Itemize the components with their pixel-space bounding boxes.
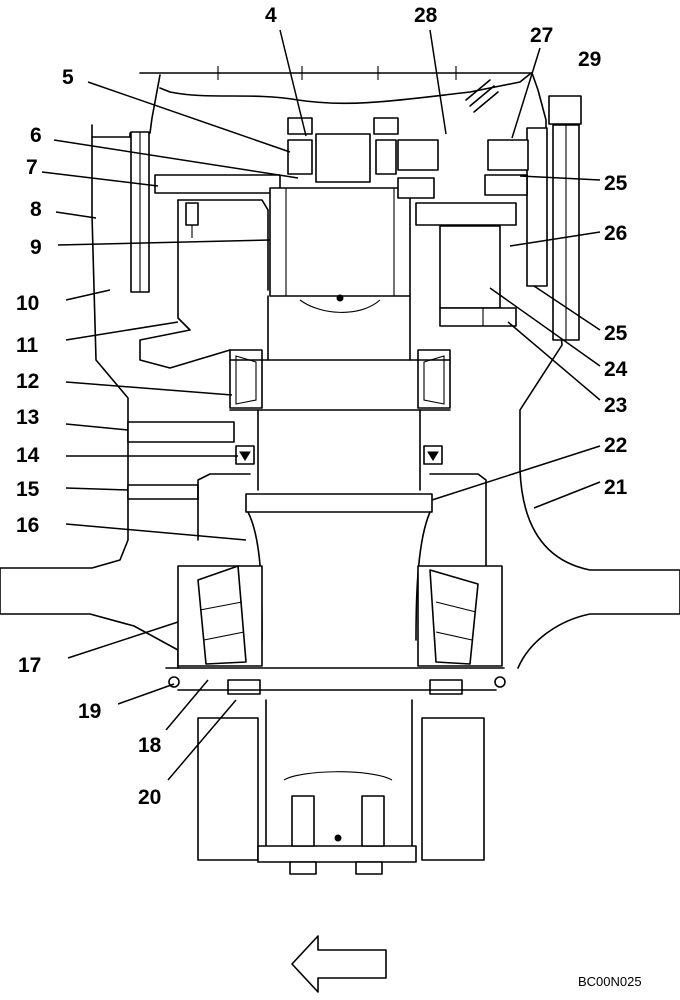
bolt-13: [127, 421, 235, 443]
upper-housing-outline: [91, 72, 547, 138]
callout-7: 7: [26, 156, 38, 179]
callout-26: 26: [604, 222, 627, 245]
arrow-left-icon: [291, 935, 387, 993]
callout-16: 16: [16, 514, 39, 537]
leader-lines: [41, 29, 601, 781]
bolt-head-left: [289, 861, 317, 875]
end-plate: [257, 845, 417, 863]
cap-bolt-left: [291, 795, 315, 847]
callout-17: 17: [18, 654, 41, 677]
pinion-shaft: [265, 699, 413, 851]
callout-22: 22: [604, 434, 627, 457]
callout-15: 15: [16, 478, 40, 501]
gear-28-block: [397, 139, 439, 171]
callout-27: 27: [530, 24, 553, 47]
shaft-collar-22: [245, 493, 433, 513]
shaft-end-curve: [299, 299, 381, 313]
callout-11: 11: [16, 334, 39, 357]
bolt-head-29: [548, 95, 582, 125]
callout-4: 4: [265, 4, 277, 27]
gear-27-block: [487, 139, 529, 171]
callout-28: 28: [414, 4, 438, 27]
cap-left: [287, 117, 313, 135]
planet-gear-26: [439, 225, 501, 309]
output-shaft-flare: [247, 511, 431, 641]
callout-12: 12: [16, 370, 39, 393]
roller-17-right: [429, 569, 479, 665]
callout-5: 5: [62, 66, 74, 89]
planet-left-1: [287, 139, 313, 175]
sun-gear-4: [315, 133, 371, 183]
carrier-plate-7: [154, 174, 281, 194]
cover-ticks: [217, 66, 457, 80]
cap-bolt-right: [361, 795, 385, 847]
callout-18: 18: [138, 734, 162, 757]
callout-10: 10: [16, 292, 39, 315]
second-stage-carrier: [269, 187, 411, 297]
roller-17-left: [197, 565, 247, 665]
spacer-20-right: [429, 679, 463, 695]
callout-19: 19: [78, 700, 101, 723]
callout-29: 29: [578, 48, 601, 71]
callout-labels: 4 28 27 29 5 6 7 8 9 10 11 12 13 14 15 1…: [16, 4, 628, 809]
assembly-drawing: [0, 66, 680, 993]
housing-right-wall: [517, 299, 680, 669]
housing-left-wall: [0, 136, 179, 669]
callout-20: 20: [138, 786, 161, 809]
lower-housing-inner: [197, 473, 487, 567]
cap-right: [373, 117, 399, 135]
callout-23: 23: [604, 394, 627, 417]
callout-6: 6: [30, 124, 42, 147]
callout-25-lower: 25: [604, 322, 628, 345]
callout-25-upper: 25: [604, 172, 628, 195]
carrier-lower-lip: [139, 199, 231, 369]
gear-25-upper: [397, 177, 435, 199]
pinion-break-line: [283, 771, 393, 781]
callout-24: 24: [604, 358, 628, 381]
pin-9: [185, 202, 199, 226]
callout-8: 8: [30, 198, 42, 221]
gear-25-right: [484, 174, 528, 196]
ring-gear-right: [526, 127, 548, 287]
callout-9: 9: [30, 236, 42, 259]
drawing-code: BC00N025: [578, 974, 642, 989]
bolt-head-right: [355, 861, 383, 875]
bolt-15: [127, 484, 199, 500]
planet-pin-plate: [415, 202, 517, 226]
spring-28: [465, 79, 499, 113]
callout-13: 13: [16, 406, 39, 429]
thrust-washer-23: [439, 307, 517, 327]
callout-21: 21: [604, 476, 628, 499]
shaft-upper: [267, 295, 411, 361]
callout-14: 14: [16, 444, 40, 467]
spacer-20-left: [227, 679, 261, 695]
carrier-body: [177, 199, 269, 291]
oring-19-right: [494, 676, 506, 688]
shaft-middle: [257, 409, 421, 491]
planet-right-1: [375, 139, 397, 175]
